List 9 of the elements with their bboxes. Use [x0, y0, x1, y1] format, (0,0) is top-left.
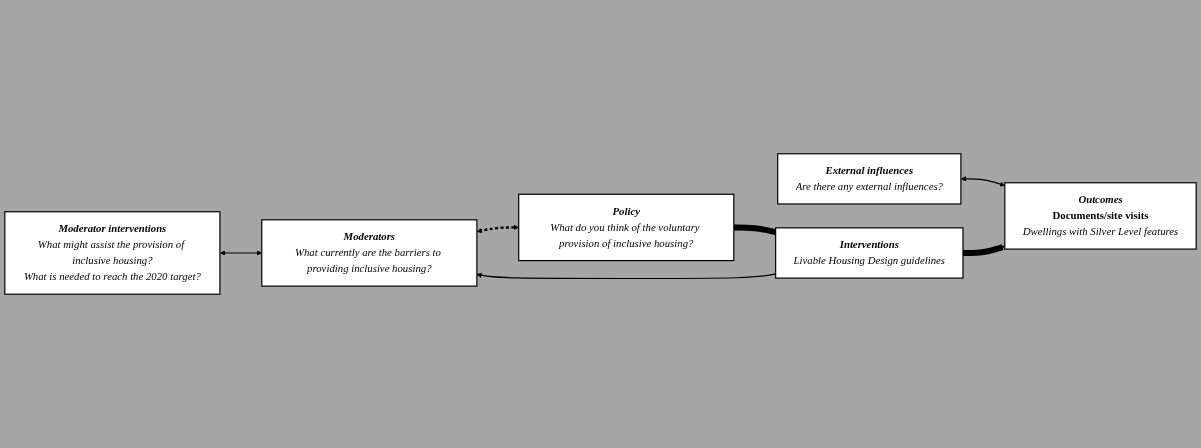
node-box: Policy What do you think of the voluntary provision of inclusive housing?	[518, 193, 735, 262]
arrow	[219, 250, 262, 256]
arrow	[476, 224, 519, 234]
node-box: External influences Are there any external influences?	[777, 153, 962, 205]
node-box: Moderators What currently are the barriers to providing inclusive housing?	[261, 219, 478, 287]
node-box: Moderator interventions What might assist the provision of inclusive housing? What is needed to reach the 2020 target?	[4, 211, 221, 295]
node-box: Interventions Livable Housing Design guidelines	[775, 227, 964, 279]
node-box: Outcomes Documents/site visits Dwellings with Silver Level features	[1004, 182, 1197, 250]
arrow	[962, 244, 1006, 256]
